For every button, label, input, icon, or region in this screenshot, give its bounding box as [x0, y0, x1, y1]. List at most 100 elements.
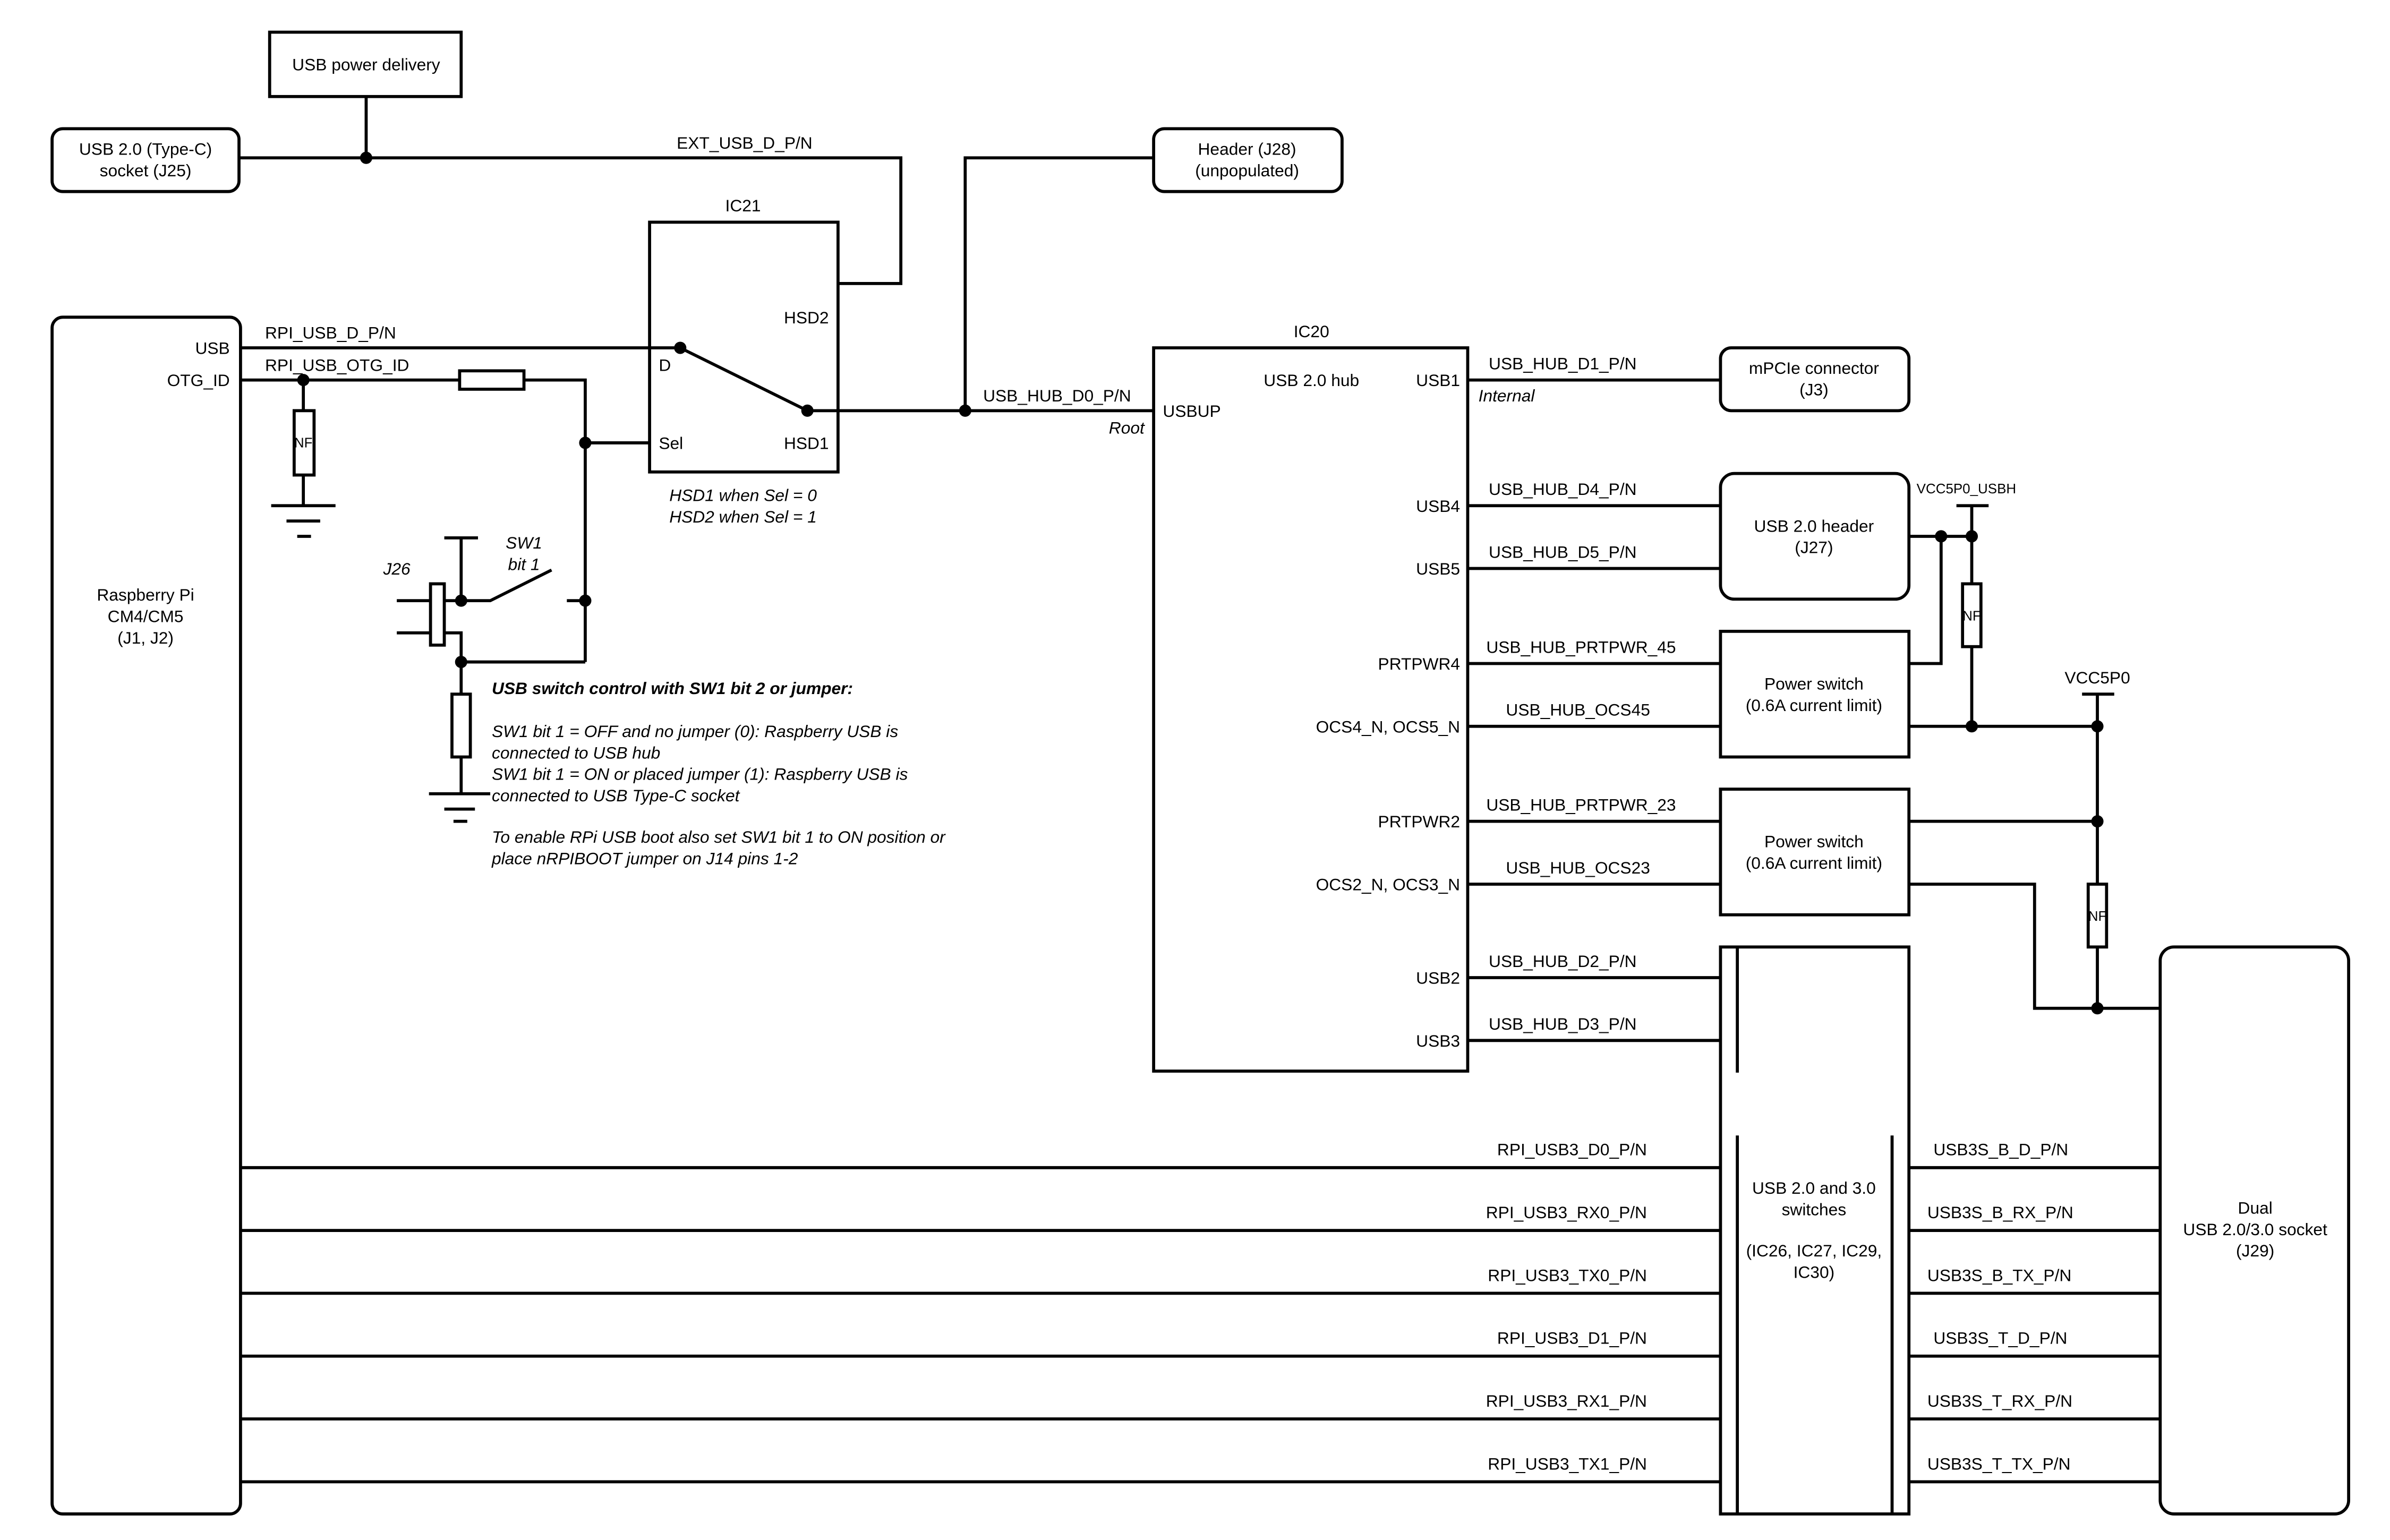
- net-label: RPI_USB3_D0_P/N: [1497, 1140, 1647, 1159]
- label: (J1, J2): [117, 628, 174, 647]
- label: mPCIe connector: [1749, 358, 1879, 378]
- label: HSD1: [784, 433, 829, 452]
- label: USB 2.0 header: [1754, 516, 1874, 535]
- label: USB 2.0 (Type-C): [79, 139, 212, 158]
- net-label: USB_HUB_OCS23: [1506, 858, 1650, 877]
- label: J26: [383, 559, 411, 578]
- power-switch-23: Power switch (0.6A current limit): [1719, 788, 1911, 917]
- label: D: [659, 355, 671, 374]
- label: USB 2.0 and 3.0: [1752, 1178, 1876, 1197]
- net-label: USB_HUB_PRTPWR_23: [1486, 795, 1676, 814]
- label: USB switch control with SW1 bit 2 or jum…: [492, 679, 853, 698]
- net-label: USB3S_B_D_P/N: [1933, 1140, 2068, 1159]
- label: USB 2.0 hub: [1264, 371, 1359, 390]
- usb-switches-block: USB 2.0 and 3.0 switches (IC26, IC27, IC…: [1719, 945, 1911, 1516]
- jumper-j26: [429, 582, 446, 647]
- label: NF: [1962, 608, 1981, 624]
- label: HSD2 when Sel = 1: [669, 507, 817, 526]
- nf-resistor: [2086, 883, 2109, 949]
- net-label: USB_HUB_D4_P/N: [1489, 480, 1636, 499]
- label: connected to USB hub: [492, 743, 660, 762]
- label: switches: [1782, 1200, 1847, 1219]
- label: (J3): [1799, 380, 1829, 399]
- pin-label: OCS4_N, OCS5_N: [1316, 717, 1460, 736]
- net-label: USB_HUB_OCS45: [1506, 700, 1650, 720]
- label: SW1 bit 1 = OFF and no jumper (0): Raspb…: [492, 722, 898, 741]
- net-label: USB3S_T_TX_P/N: [1927, 1454, 2071, 1473]
- label: bit 1: [508, 554, 540, 574]
- label: CM4/CM5: [108, 607, 184, 626]
- power-label: VCC5P0: [2064, 668, 2130, 687]
- label: IC21: [725, 196, 761, 215]
- typec-socket-block: USB 2.0 (Type-C) socket (J25): [50, 127, 241, 193]
- header-j28-block: Header (J28) (unpopulated): [1152, 127, 1344, 193]
- net-label: RPI_USB_D_P/N: [265, 323, 396, 343]
- resistor: [450, 692, 472, 759]
- label: (IC26, IC27, IC29,: [1746, 1241, 1882, 1260]
- ic21-switch: IC21 HSD2 D Sel HSD1 HSD1 when Sel = 0 H…: [648, 196, 840, 526]
- label: (0.6A current limit): [1746, 853, 1882, 872]
- net-label: USB3S_B_TX_P/N: [1927, 1265, 2071, 1285]
- pin-label: PRTPWR2: [1378, 812, 1460, 831]
- label: HSD1 when Sel = 0: [669, 486, 817, 505]
- label: Raspberry Pi: [97, 585, 194, 604]
- label: place nRPIBOOT jumper on J14 pins 1-2: [491, 849, 798, 868]
- net-label: USB3S_B_RX_P/N: [1927, 1203, 2073, 1222]
- label: (J29): [2236, 1241, 2274, 1260]
- pin-label: USB2: [1416, 969, 1460, 988]
- usb-switch-notes: USB switch control with SW1 bit 2 or jum…: [491, 679, 946, 868]
- label: Header (J28): [1198, 139, 1296, 158]
- label: (unpopulated): [1195, 161, 1299, 180]
- label: HSD2: [784, 308, 829, 327]
- label: SW1: [506, 533, 542, 552]
- net-label: RPI_USB3_RX0_P/N: [1486, 1203, 1647, 1222]
- net-label: RPI_USB3_TX1_P/N: [1488, 1454, 1647, 1473]
- net-label: USB_HUB_D0_P/N: [983, 386, 1131, 405]
- pin-label: PRTPWR4: [1378, 654, 1460, 673]
- label: Power switch: [1764, 674, 1864, 694]
- pin-label: USB4: [1416, 497, 1460, 516]
- net-label: EXT_USB_D_P/N: [677, 133, 813, 152]
- label: USBUP: [1163, 401, 1220, 421]
- label: USB 2.0/3.0 socket: [2183, 1220, 2327, 1239]
- label: Sel: [659, 433, 683, 452]
- dual-usb-socket-j29: Dual USB 2.0/3.0 socket (J29): [2158, 945, 2350, 1516]
- net-label: USB_HUB_PRTPWR_45: [1486, 637, 1676, 656]
- pin-label: USB3: [1416, 1031, 1460, 1050]
- power-switch-45: Power switch (0.6A current limit): [1719, 629, 1911, 759]
- label: Power switch: [1764, 832, 1864, 851]
- label: NF: [294, 435, 313, 451]
- pin-label: OCS2_N, OCS3_N: [1316, 875, 1460, 894]
- label: Root: [1109, 418, 1145, 438]
- label: IC20: [1294, 322, 1329, 341]
- label: (J27): [1795, 538, 1833, 557]
- net-label: RPI_USB3_D1_P/N: [1497, 1329, 1647, 1348]
- label: USB: [195, 339, 229, 358]
- pin-label: USB1: [1416, 371, 1460, 390]
- mpcie-connector-block: mPCIe connector (J3): [1719, 346, 1911, 413]
- label: USB power delivery: [292, 55, 440, 74]
- label: Dual: [2238, 1198, 2273, 1217]
- net-label: USB_HUB_D1_P/N: [1489, 354, 1636, 373]
- pin-label: USB5: [1416, 559, 1460, 578]
- label: SW1 bit 1 = ON or placed jumper (1): Ras…: [492, 765, 908, 784]
- net-label: USB_HUB_D3_P/N: [1489, 1014, 1636, 1033]
- label: IC30): [1794, 1263, 1835, 1282]
- label: connected to USB Type-C socket: [492, 786, 740, 805]
- label: socket (J25): [100, 161, 192, 180]
- net-label: USB_HUB_D2_P/N: [1489, 952, 1636, 971]
- usb-power-delivery-block: USB power delivery: [268, 30, 463, 98]
- net-label: RPI_USB3_RX1_P/N: [1486, 1391, 1647, 1410]
- net-label: RPI_USB_OTG_ID: [265, 355, 409, 374]
- ic20-usb-hub: IC20 USB 2.0 hub USBUP Root USB1 USB4 US…: [1109, 322, 1470, 1073]
- nf-resistor: [1961, 582, 1983, 648]
- label: Internal: [1479, 386, 1535, 405]
- label: (0.6A current limit): [1746, 696, 1882, 715]
- usb-header-j27-block: USB 2.0 header (J27): [1719, 472, 1911, 601]
- net-label: RPI_USB3_TX0_P/N: [1488, 1265, 1647, 1285]
- net-label: USB3S_T_D_P/N: [1933, 1329, 2067, 1348]
- net-label: USB3S_T_RX_P/N: [1927, 1391, 2072, 1410]
- net-label: USB_HUB_D5_P/N: [1489, 542, 1636, 561]
- nf-resistor: [292, 409, 316, 477]
